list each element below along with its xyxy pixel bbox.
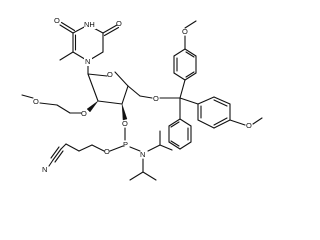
atom-label-n-amine: N <box>140 150 145 159</box>
atom-label-o-methoxy-right: O <box>246 121 252 130</box>
atom-labels: NH N O O O O O O O O O O P N N <box>33 16 252 174</box>
atom-label-o-carbonyl-left: O <box>54 16 60 25</box>
atom-label-n-nitrile: N <box>42 165 47 174</box>
ribose-ring <box>86 71 153 121</box>
atom-label-o-phosphite-chain: O <box>104 147 110 156</box>
phosphoramidite <box>48 127 173 181</box>
atom-label-o-methoxyethyl-1: O <box>81 109 87 118</box>
atom-label-n1: N <box>85 57 90 66</box>
atom-label-nh: NH <box>84 20 95 29</box>
phenyl-ring <box>168 118 192 150</box>
atom-label-o-ring: O <box>107 70 113 79</box>
dmt-group <box>159 79 199 120</box>
atom-label-o-methoxyethyl-2: O <box>33 97 39 106</box>
molecule-drawing: NH N O O O O O O O O O O P N N <box>21 16 263 181</box>
right-methoxyphenyl <box>197 96 263 129</box>
atom-label-phosphorus: P <box>123 140 128 149</box>
top-methoxyphenyl <box>173 20 197 81</box>
methoxyethyl-chain <box>21 94 82 114</box>
atom-label-o-methoxy-top: O <box>182 27 188 36</box>
atom-label-o-phosphite: O <box>122 119 128 128</box>
atom-label-o-carbonyl-top: O <box>116 19 122 28</box>
thymine-ring <box>59 21 120 75</box>
chemical-structure: NH N O O O O O O O O O O P N N <box>21 16 263 181</box>
atom-label-o-trityl: O <box>153 94 159 103</box>
